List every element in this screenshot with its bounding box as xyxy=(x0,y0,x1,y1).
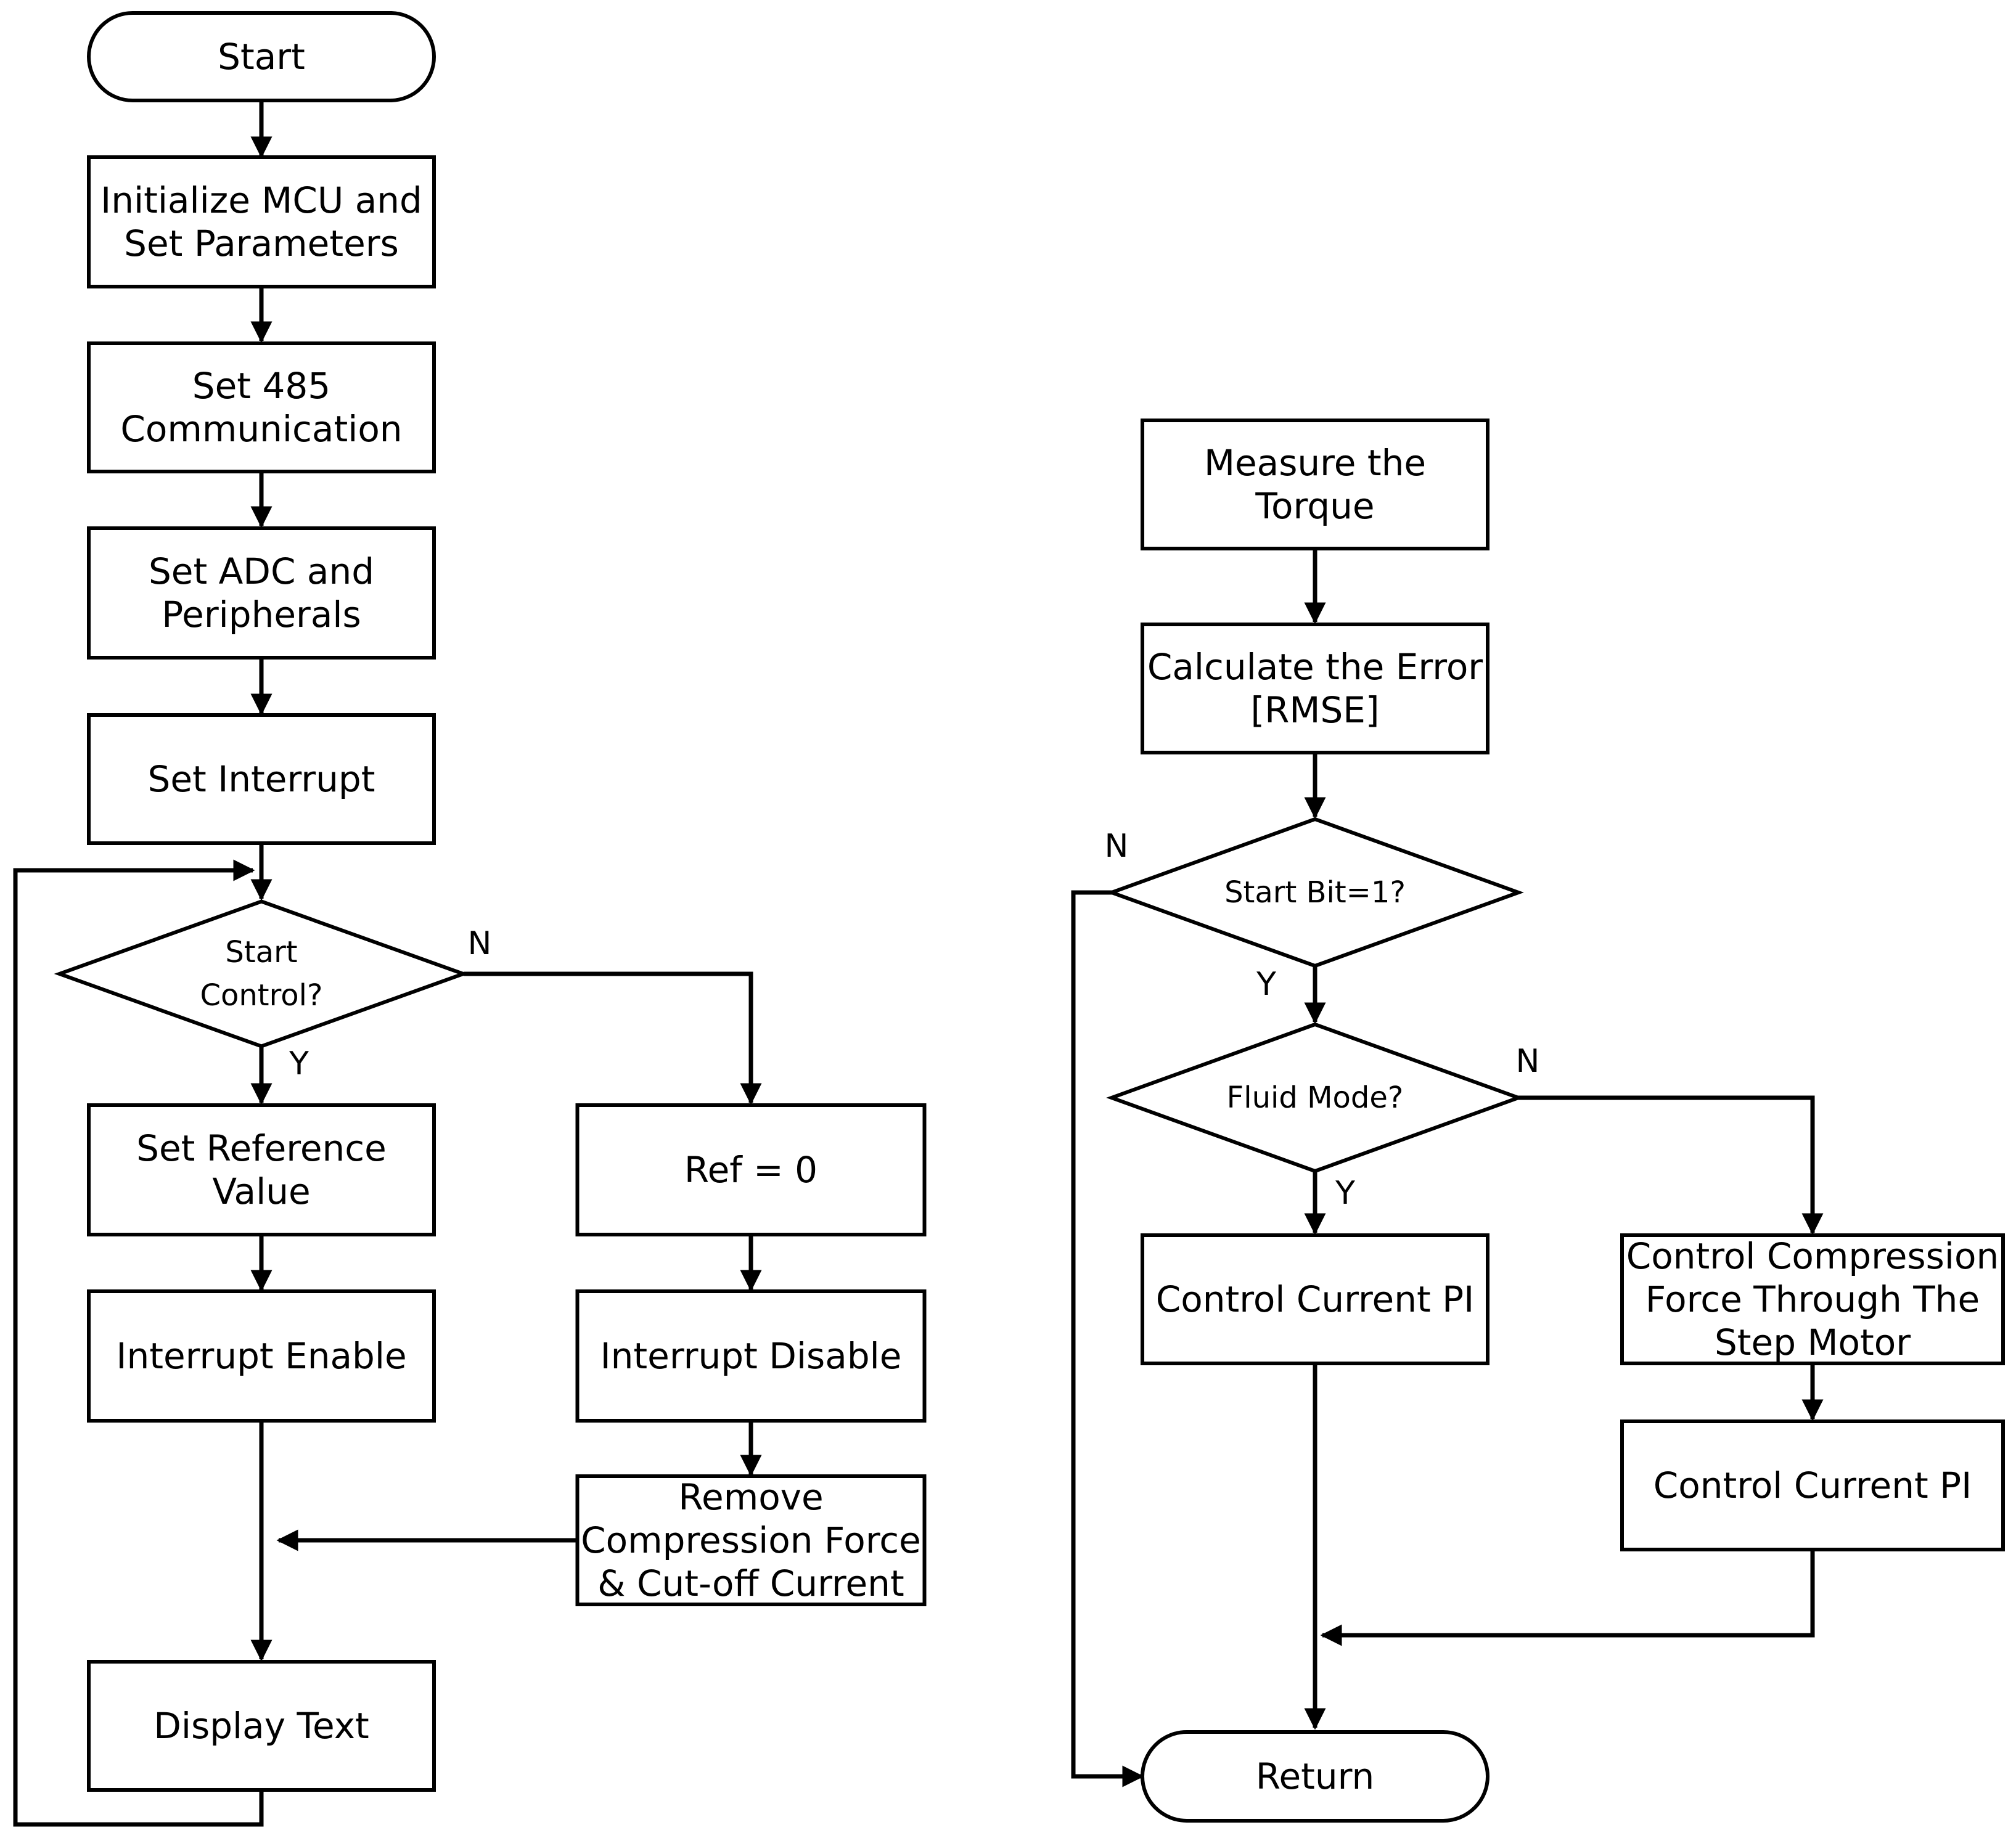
node-label-return-line-1: Return xyxy=(1256,1755,1374,1797)
branch-label-start-control-n: N xyxy=(468,925,492,962)
terminal-shape xyxy=(87,11,436,102)
branch-label-start-control-y: Y xyxy=(289,1045,309,1082)
process-box xyxy=(87,1103,436,1236)
node-calc-error: Calculate the Error[RMSE] xyxy=(1141,623,1489,754)
node-label-calc-error-line-1: Calculate the Error xyxy=(1147,646,1483,688)
edge-start-bit-to-return xyxy=(1071,890,1144,1787)
node-label-set-adc-line-1: Set ADC and xyxy=(149,550,374,592)
edge-ctrl-pi-right-to-return xyxy=(1320,1550,1815,1646)
node-label-start-line-1: Start xyxy=(218,36,305,78)
node-label-set-485-line-1: Set 485 xyxy=(192,365,330,407)
process-box xyxy=(87,713,436,845)
node-label-fluid-mode-line-1: Fluid Mode? xyxy=(1227,1080,1404,1115)
node-label-ref-zero-line-1: Ref = 0 xyxy=(684,1149,817,1191)
process-box xyxy=(1141,419,1489,550)
node-ctrl-pi-left: Control Current PI xyxy=(1141,1233,1489,1365)
process-box xyxy=(87,155,436,288)
node-label-ctrl-pi-right-line-1: Control Current PI xyxy=(1653,1464,1972,1506)
branch-label-fluid-mode-y: Y xyxy=(1335,1175,1355,1212)
node-label-start-control-line-1: Start xyxy=(225,935,297,970)
node-label-remove-force-line-1: Remove xyxy=(678,1476,823,1518)
node-label-ctrl-compression-line-2: Force Through The xyxy=(1645,1278,1980,1320)
node-label-ctrl-pi-left-line-1: Control Current PI xyxy=(1156,1278,1474,1320)
node-start-bit: Start Bit=1? xyxy=(1106,817,1524,968)
process-box xyxy=(87,1289,436,1423)
node-label-start-control-line-2: Control? xyxy=(200,978,323,1013)
branch-label-fluid-mode-n: N xyxy=(1516,1043,1540,1080)
node-label-set-adc-line-2: Peripherals xyxy=(162,594,361,635)
edge-display-text-loop-to-start-control xyxy=(13,859,264,1827)
process-box xyxy=(1141,623,1489,754)
node-ctrl-pi-right: Control Current PI xyxy=(1620,1419,2005,1551)
flowchart-edges xyxy=(13,100,1824,1827)
terminal-shape xyxy=(1141,1730,1489,1823)
node-fluid-mode: Fluid Mode? xyxy=(1106,1022,1524,1174)
node-start: Start xyxy=(87,11,436,102)
process-box xyxy=(1620,1419,2005,1551)
node-label-int-enable-line-1: Interrupt Enable xyxy=(116,1335,406,1377)
node-label-measure-torque-line-1: Measure the xyxy=(1204,442,1426,484)
decision-diamond xyxy=(1106,1022,1524,1174)
edge-start-control-to-ref-zero xyxy=(464,971,762,1105)
node-label-measure-torque-line-2: Torque xyxy=(1255,485,1374,527)
edge-fluid-mode-to-ctrl-compression xyxy=(1517,1095,1824,1235)
node-label-init-mcu-line-2: Set Parameters xyxy=(124,223,399,264)
process-box xyxy=(87,526,436,660)
node-label-set-interrupt-line-1: Set Interrupt xyxy=(148,758,375,800)
node-set-interrupt: Set Interrupt xyxy=(87,713,436,845)
node-label-display-text-line-1: Display Text xyxy=(154,1705,369,1747)
node-label-init-mcu-line-1: Initialize MCU and xyxy=(100,179,422,221)
node-label-remove-force-line-3: & Cut-off Current xyxy=(597,1562,904,1604)
node-ref-zero: Ref = 0 xyxy=(575,1103,927,1236)
node-display-text: Display Text xyxy=(87,1660,436,1792)
node-label-start-bit-line-1: Start Bit=1? xyxy=(1224,875,1406,910)
node-label-int-disable-line-1: Interrupt Disable xyxy=(600,1335,902,1377)
node-label-ctrl-compression-line-3: Step Motor xyxy=(1715,1321,1911,1363)
node-label-calc-error-line-2: [RMSE] xyxy=(1250,689,1379,731)
node-label-remove-force-line-2: Compression Force xyxy=(581,1519,921,1561)
process-box xyxy=(87,341,436,473)
decision-diamond xyxy=(1106,817,1524,968)
node-return: Return xyxy=(1141,1730,1489,1823)
node-int-enable: Interrupt Enable xyxy=(87,1289,436,1423)
branch-label-start-bit-n: N xyxy=(1105,828,1129,865)
process-box xyxy=(1141,1233,1489,1365)
decision-diamond xyxy=(54,899,469,1048)
process-box xyxy=(575,1103,927,1236)
node-label-set-485-line-2: Communication xyxy=(120,408,402,450)
process-box xyxy=(1620,1233,2005,1365)
branch-label-start-bit-y: Y xyxy=(1256,966,1276,1003)
process-box xyxy=(575,1289,927,1423)
node-int-disable: Interrupt Disable xyxy=(575,1289,927,1423)
process-box xyxy=(87,1660,436,1792)
node-label-set-ref-line-1: Set Reference xyxy=(136,1127,387,1169)
node-label-ctrl-compression-line-1: Control Compression xyxy=(1626,1235,1999,1277)
branch-labels: N Y N Y N Y xyxy=(289,828,1539,1212)
node-label-set-ref-line-2: Value xyxy=(212,1170,310,1212)
process-box xyxy=(575,1474,927,1606)
